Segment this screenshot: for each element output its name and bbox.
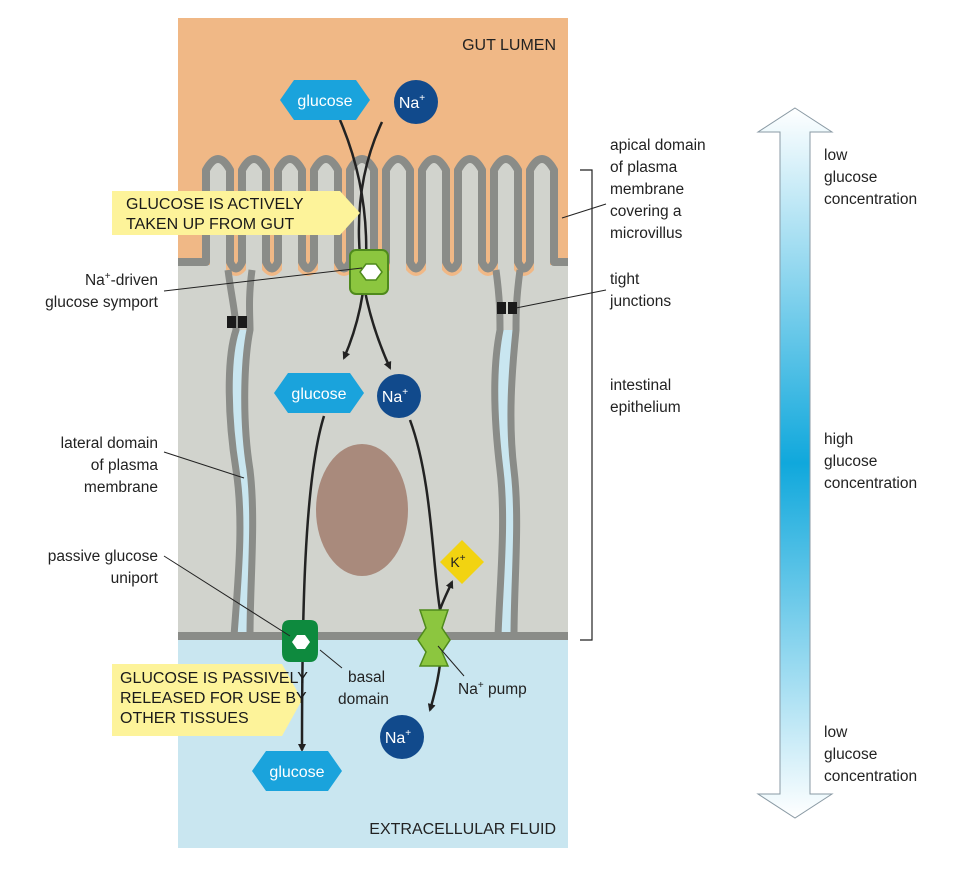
active-uptake-callout: GLUCOSE IS ACTIVELY TAKEN UP FROM GUT xyxy=(112,191,360,235)
symport-leader xyxy=(163,267,363,292)
extracellular-fluid-region xyxy=(178,630,568,848)
tight-junction-leader xyxy=(515,289,607,309)
apical-label-3: membrane xyxy=(610,181,684,198)
tight-junction-right-2 xyxy=(508,302,517,314)
glucose-molecule-lumen: glucose xyxy=(280,80,370,120)
gradient-mid-3: concentration xyxy=(824,475,917,492)
svg-text:glucose: glucose xyxy=(297,93,352,110)
basal-leader xyxy=(319,649,343,669)
symport-label: Na+-driven xyxy=(85,271,158,289)
passive-release-callout: GLUCOSE IS PASSIVELY RELEASED FOR USE BY… xyxy=(112,664,308,736)
gut-lumen-label: GUT LUMEN xyxy=(462,37,556,54)
gradient-mid-2: glucose xyxy=(824,453,877,470)
glucose-symport xyxy=(349,249,389,295)
sodium-pump-arrow xyxy=(408,419,444,712)
epithelium-label-1: intestinal xyxy=(610,377,671,394)
sodium-molecule-cell: Na+ xyxy=(377,374,421,418)
lateral-leader xyxy=(163,451,245,479)
apical-label-2: of plasma xyxy=(610,159,678,176)
gradient-bottom-3: concentration xyxy=(824,768,917,785)
potassium-ion: K+ xyxy=(440,540,484,584)
basal-domain-label-2: domain xyxy=(338,691,389,708)
glucose-molecule-cell: glucose xyxy=(274,373,364,413)
nucleus xyxy=(316,444,408,576)
tight-junction-right xyxy=(497,302,506,314)
epithelium-bracket xyxy=(580,169,593,641)
gradient-mid-1: high xyxy=(824,431,853,448)
lateral-membrane-left xyxy=(224,269,257,637)
svg-text:glucose: glucose xyxy=(291,386,346,403)
sodium-uptake-arrow xyxy=(357,121,392,370)
svg-text:GLUCOSE IS ACTIVELY: GLUCOSE IS ACTIVELY xyxy=(126,196,304,213)
apical-label-4: covering a xyxy=(610,203,682,220)
gradient-bottom-2: glucose xyxy=(824,746,877,763)
basal-domain-label-1: basal xyxy=(348,669,385,686)
lateral-label-3: membrane xyxy=(84,479,158,496)
svg-text:TAKEN UP FROM GUT: TAKEN UP FROM GUT xyxy=(126,216,295,233)
lateral-label-1: lateral domain xyxy=(61,435,158,452)
svg-text:RELEASED FOR USE BY: RELEASED FOR USE BY xyxy=(120,690,307,707)
apical-leader xyxy=(561,203,607,219)
epithelial-cell-layer xyxy=(178,161,568,636)
tight-junction-left-2 xyxy=(238,316,247,328)
lateral-membrane-right xyxy=(491,269,524,637)
gradient-top-1: low xyxy=(824,147,848,164)
gradient-top-3: concentration xyxy=(824,191,917,208)
uniport-label-2: uniport xyxy=(111,570,159,587)
sodium-pump xyxy=(417,609,451,667)
svg-text:K+: K+ xyxy=(450,553,465,570)
svg-text:Na+: Na+ xyxy=(399,93,425,112)
uniport-label-1: passive glucose xyxy=(48,548,158,565)
apical-label-1: apical domain xyxy=(610,137,706,154)
symport-label-2: glucose symport xyxy=(45,294,159,311)
glucose-uniport xyxy=(282,620,318,662)
tight-junction-label-2: junctions xyxy=(609,293,671,310)
epithelium-label-2: epithelium xyxy=(610,399,681,416)
apical-label-5: microvillus xyxy=(610,225,683,242)
glucose-release-arrow xyxy=(298,415,326,752)
tight-junction-label-1: tight xyxy=(610,271,640,288)
svg-text:glucose: glucose xyxy=(269,764,324,781)
tight-junction-left xyxy=(227,316,236,328)
gradient-top-2: glucose xyxy=(824,169,877,186)
extracellular-fluid-label: EXTRACELLULAR FLUID xyxy=(369,821,556,838)
glucose-uptake-arrow xyxy=(338,119,368,360)
svg-text:GLUCOSE IS PASSIVELY: GLUCOSE IS PASSIVELY xyxy=(120,670,308,687)
sodium-molecule-fluid: Na+ xyxy=(380,715,424,759)
concentration-gradient-arrow xyxy=(756,107,834,819)
lateral-space-right xyxy=(494,330,517,636)
svg-text:Na+: Na+ xyxy=(385,728,411,747)
svg-text:Na+: Na+ xyxy=(382,387,408,406)
uniport-leader xyxy=(163,555,291,637)
sodium-pump-label: Na+ pump xyxy=(458,680,527,698)
gradient-bottom-1: low xyxy=(824,724,848,741)
glucose-molecule-fluid: glucose xyxy=(252,751,342,791)
svg-text:OTHER TISSUES: OTHER TISSUES xyxy=(120,710,249,727)
lateral-label-2: of plasma xyxy=(91,457,159,474)
sodium-molecule-lumen: Na+ xyxy=(394,80,438,124)
pump-leader xyxy=(437,645,465,677)
